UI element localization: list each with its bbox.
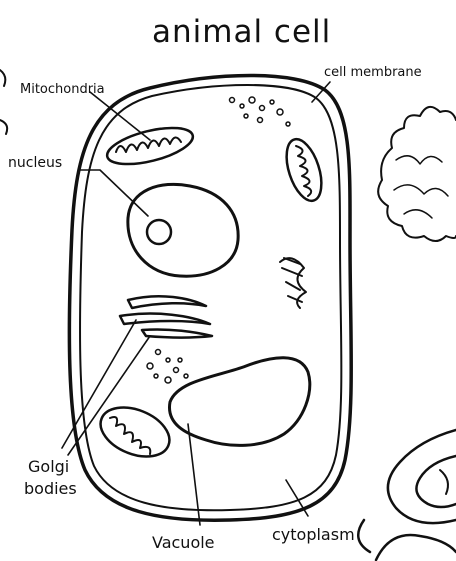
label-cell-membrane: cell membrane: [324, 65, 422, 80]
mitochondrion-right: [280, 135, 328, 205]
cell-membrane-outline: [69, 76, 351, 521]
vacuole: [169, 358, 309, 446]
nucleolus: [147, 220, 171, 244]
label-cytoplasm: cytoplasm: [272, 525, 355, 544]
label-vacuole: Vacuole: [152, 533, 215, 552]
diagram-title: animal cell: [152, 14, 331, 50]
side-drawing-top-right: [378, 107, 456, 241]
label-golgi-line1: Golgi: [28, 457, 69, 476]
mitochondrion-bottom: [93, 398, 176, 466]
nucleus: [128, 184, 238, 276]
er-fragment: [280, 258, 306, 308]
label-nucleus: nucleus: [8, 155, 62, 171]
label-mitochondria: Mitochondria: [20, 82, 105, 97]
golgi-bodies: [120, 296, 212, 337]
side-drawing-left-edge: [0, 70, 7, 134]
vesicles-middle: [147, 350, 188, 384]
vesicles-top: [230, 97, 291, 126]
side-drawing-bottom-right: [358, 430, 456, 560]
label-golgi-line2: bodies: [24, 479, 77, 498]
mitochondrion-top: [104, 121, 197, 171]
